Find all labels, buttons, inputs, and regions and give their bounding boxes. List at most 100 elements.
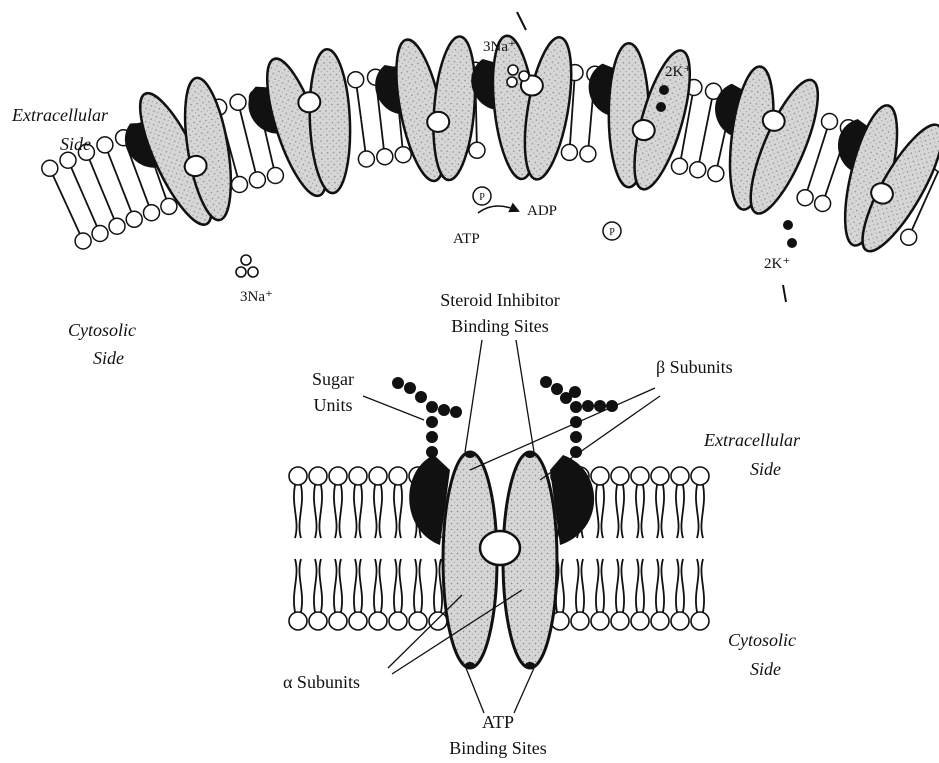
sugar-units-label: Sugar (312, 369, 354, 389)
lipid-head (60, 152, 76, 168)
lipid-head (708, 166, 724, 182)
lipid-tail (656, 559, 659, 612)
lipid-tail (476, 110, 477, 142)
lipid-tail (294, 485, 297, 538)
lipid-tail (701, 485, 704, 538)
lipid-tail (380, 117, 384, 149)
lipid-tail (706, 99, 712, 130)
lipid-tail (621, 485, 624, 538)
svg-text:P: P (479, 192, 485, 203)
lipid-head (671, 467, 689, 485)
cytosolic-label: Side (93, 348, 124, 368)
sugar-chain-left (392, 377, 462, 458)
lipid-tail (817, 129, 827, 160)
cytosolic-label: Cytosolic (728, 630, 796, 650)
lipid-head (815, 196, 831, 212)
lipid-head (591, 467, 609, 485)
lipid-tail (661, 559, 664, 612)
lipid-head (92, 226, 108, 242)
lipid-tail (359, 485, 362, 538)
lipid-head (561, 144, 577, 160)
atp-label: ATP (453, 231, 480, 247)
lipid-tail (294, 559, 297, 612)
atp-to-adp-arrow (478, 206, 518, 213)
lipid-head (672, 158, 688, 174)
alpha-subunits-label: α Subunits (283, 672, 360, 692)
cytosolic-label: Cytosolic (68, 320, 136, 340)
atp-binding-sites-label: Binding Sites (449, 738, 547, 758)
lipid-head (349, 612, 367, 630)
phosphate-icon: P (603, 222, 621, 240)
lipid-tail (616, 485, 619, 538)
k-ions-bottom (783, 220, 797, 248)
lipid-tail (394, 559, 397, 612)
lipid-head (469, 142, 485, 158)
lipid-tail (641, 559, 644, 612)
lipid-tail (825, 166, 835, 196)
lipid-tail (656, 485, 659, 538)
lipid-tail (676, 559, 679, 612)
lipid-head (358, 151, 374, 167)
lipid-tail (419, 559, 422, 612)
k-in-label: 2K⁺ (764, 256, 790, 272)
lipid-tail (120, 182, 132, 212)
lipid-tail (434, 559, 437, 612)
lipid-tail (696, 485, 699, 538)
lipid-tail (359, 559, 362, 612)
lipid-head (631, 612, 649, 630)
lipid-head (580, 146, 596, 162)
lipid-tail (299, 559, 302, 612)
lipid-head (289, 612, 307, 630)
lipid-head (671, 612, 689, 630)
lipid-tail (374, 485, 377, 538)
lipid-tail (596, 559, 599, 612)
lipid-head (369, 612, 387, 630)
lipid-tail (299, 485, 302, 538)
lipid-head (901, 229, 917, 245)
lipid-tail (681, 485, 684, 538)
lipid-head (822, 114, 838, 130)
lipid-tail (616, 559, 619, 612)
lipid-tail (334, 559, 337, 612)
lipid-tail (399, 559, 402, 612)
lipid-head (611, 467, 629, 485)
lipid-head (651, 612, 669, 630)
lipid-head (309, 467, 327, 485)
lipid-head (429, 612, 447, 630)
lipid-head (232, 177, 248, 193)
lipid-tail (248, 141, 256, 172)
alpha-subunit (429, 35, 480, 182)
lipid-tail (379, 559, 382, 612)
extracellular-label: Side (60, 134, 91, 154)
lipid-head (144, 205, 160, 221)
lipid-tail (661, 485, 664, 538)
sugar-chain-right (540, 376, 618, 458)
steroid-inhibitor-label: Steroid Inhibitor (440, 290, 560, 310)
lipid-head (369, 467, 387, 485)
lipid-head (389, 612, 407, 630)
lipid-head (109, 218, 125, 234)
lipid-head (349, 467, 367, 485)
lipid-tail (808, 160, 818, 190)
lipid-head (690, 162, 706, 178)
lipid-head (161, 198, 177, 214)
lipid-tail (319, 559, 322, 612)
k-out-label: 2K⁺ (665, 64, 691, 80)
svg-text:P: P (609, 227, 615, 238)
lipid-tail (576, 559, 579, 612)
lipid-tail (681, 127, 687, 158)
k-entry-arrow (783, 285, 786, 302)
lipid-tail (102, 189, 114, 219)
lipid-head (611, 612, 629, 630)
na-out-label: 3Na⁺ (483, 39, 516, 55)
lipid-tail (699, 131, 705, 162)
sugar-units-label: Units (313, 395, 352, 415)
lipid-tail (90, 160, 102, 190)
adp-label: ADP (527, 203, 557, 219)
lipid-tail (361, 119, 365, 151)
lipid-tail (636, 485, 639, 538)
lipid-tail (266, 137, 273, 168)
lipid-head (389, 467, 407, 485)
lipid-tail (314, 485, 317, 538)
